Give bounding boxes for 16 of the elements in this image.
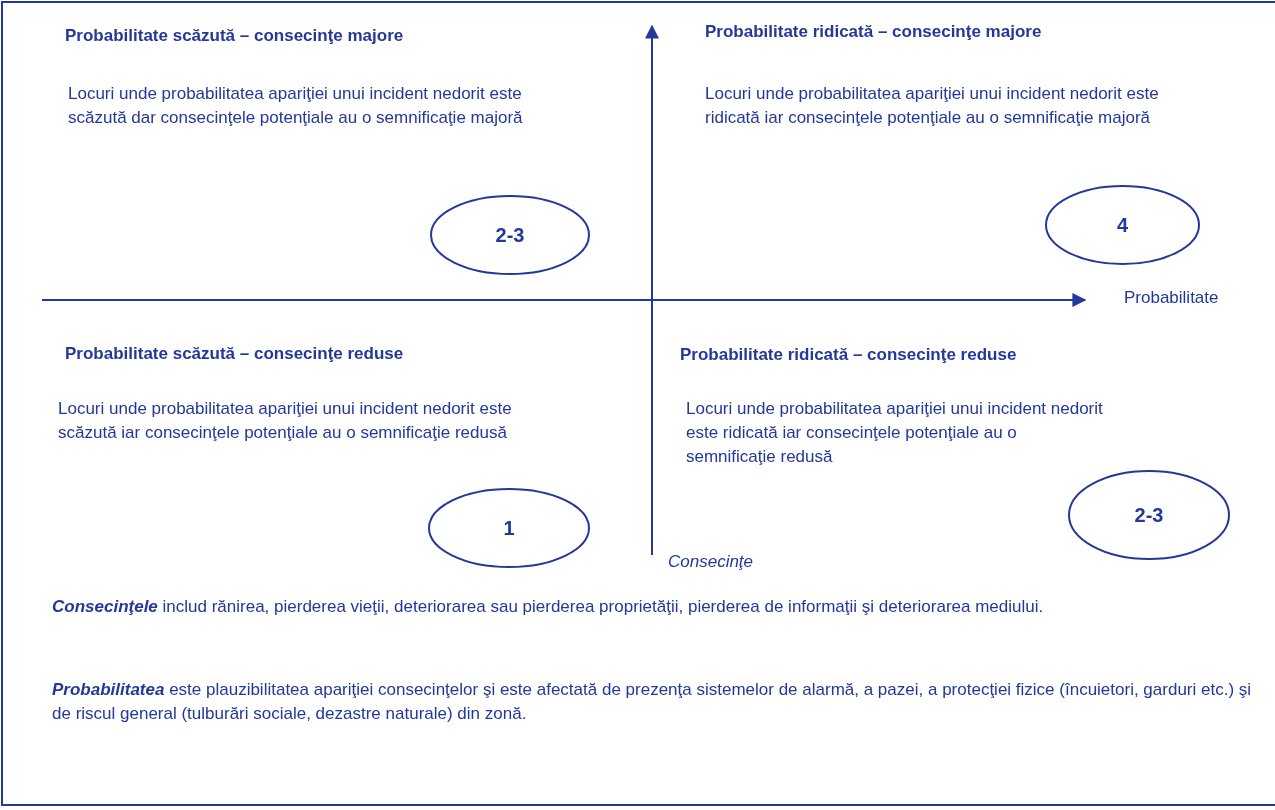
rating-number: 2-3 <box>494 223 526 247</box>
axis-label: Consecinţe <box>668 551 755 573</box>
quadrant-heading: Probabilitate ridicată – consecinţe reduse <box>680 344 1018 366</box>
quadrant-heading: Probabilitate ridicată – consecinţe majore <box>705 21 1043 43</box>
quadrant-description: Locuri unde probabilitatea apariţiei unui incident nedorit este scăzută dar consecinţele potenţiale au o semnificaţie majoră <box>68 83 524 129</box>
quadrant-description: Locuri unde probabilitatea apariţiei unui incident nedorit este scăzută iar consecinţele potenţiale au o semnificaţie redusă <box>58 398 513 444</box>
quadrant-heading: Probabilitate scăzută – consecinţe majore <box>65 25 405 47</box>
quadrant-description: Locuri unde probabilitatea apariţiei unui incident nedorit este ridicată iar consecinţele potenţiale au o semnificaţie majoră <box>705 83 1160 129</box>
quadrant-description: Locuri unde probabilitatea apariţiei unui incident nedorit este ridicată iar consecinţele potenţiale au o semnificaţie redusă <box>686 398 1104 468</box>
definition-paragraph: Consecinţele includ rănirea, pierderea vieţii, deteriorarea sau pierderea proprietăţii, pierderea de informaţii şi deteriorarea mediului. <box>52 596 1045 618</box>
rating-number: 1 <box>502 516 516 540</box>
rating-number: 4 <box>1115 213 1130 237</box>
rating-number: 2-3 <box>1133 503 1165 527</box>
quadrant-heading: Probabilitate scăzută – consecinţe reduse <box>65 343 405 365</box>
axis-label: Probabilitate <box>1124 287 1220 309</box>
definition-paragraph: Probabilitatea este plauzibilitatea apariţiei consecinţelor şi este afectată de prezenţa sistemelor de alarmă, a pazei, a protecţiei fizice (încuietori, garduri etc.) şi de riscul general (tulburări sociale, dezastre naturale) din zonă. <box>52 679 1252 725</box>
